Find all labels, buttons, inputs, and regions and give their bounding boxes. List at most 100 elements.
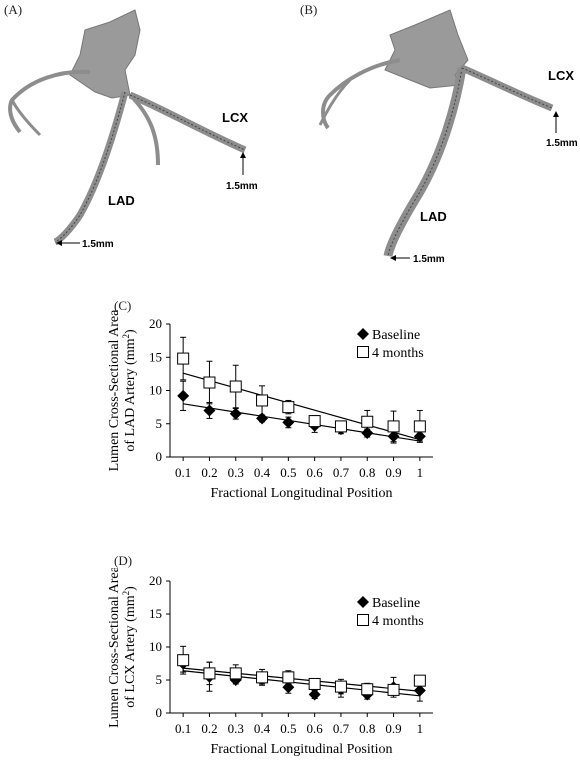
legend-label-baseline: Baseline: [372, 596, 420, 611]
legend-label-4-months: 4 months: [372, 346, 424, 361]
four-months-point: [203, 376, 216, 389]
aortic-root-b: [384, 9, 469, 89]
y-tick-label: 0: [156, 705, 163, 720]
mm-label-lad-a: 1.5mm: [82, 239, 114, 250]
y-axis-label-line2: of LAD Artery (mm2): [121, 329, 138, 452]
y-axis-label-superscript: 2: [121, 591, 131, 596]
four-months-point: [229, 667, 242, 680]
legend-label-baseline: Baseline: [372, 328, 420, 343]
mm-label-lcx-a: 1.5mm: [226, 181, 258, 192]
four-months-point: [413, 420, 426, 433]
x-tick-label: 0.2: [201, 721, 217, 736]
x-tick-label: 0.7: [333, 721, 350, 736]
x-tick-label: 0.5: [280, 465, 296, 480]
x-tick-label: 0.1: [175, 721, 191, 736]
four-months-point: [413, 674, 426, 687]
trendline-baseline: [183, 670, 420, 697]
four-months-point: [229, 380, 242, 393]
trendline-4-months: [183, 667, 420, 692]
x-tick-label: 0.4: [254, 465, 271, 480]
baseline-point: [413, 684, 426, 697]
side-vessel-a2: [10, 99, 42, 137]
y-axis-label-line2-text: of LAD Artery (mm: [123, 338, 138, 451]
x-tick-label: 0.9: [385, 721, 401, 736]
lad-label-b: LAD: [420, 209, 447, 224]
mm-label-lad-b: 1.5mm: [413, 254, 445, 265]
four-months-point: [177, 654, 190, 667]
four-months-point: [308, 677, 321, 690]
aortic-root-a: [69, 9, 141, 99]
x-tick-label: 0.5: [280, 721, 296, 736]
y-axis-label-line2: of LCX Artery (mm2): [121, 586, 138, 708]
lcx-label-b: LCX: [548, 68, 574, 83]
y-axis-label-close: ): [123, 329, 138, 334]
four-months-point: [387, 420, 400, 433]
panel-label-d: (D): [114, 553, 133, 568]
baseline-point: [229, 407, 242, 420]
x-tick-label: 0.8: [359, 721, 375, 736]
lad-vessel-a: [53, 91, 129, 246]
trendline-baseline: [183, 403, 420, 442]
four-months-point: [334, 420, 347, 433]
legend-marker-baseline: [357, 596, 369, 608]
x-tick-label: 0.2: [201, 465, 217, 480]
y-tick-label: 0: [156, 449, 163, 464]
y-tick-label: 10: [149, 639, 162, 654]
side-vessel-b2: [318, 78, 352, 126]
x-tick-label: 0.9: [385, 465, 401, 480]
y-tick-label: 5: [156, 416, 163, 431]
four-months-point: [361, 415, 374, 428]
y-tick-label: 20: [149, 573, 162, 588]
x-tick-label: 1: [417, 721, 424, 736]
y-axis-label-line1: Lumen Cross-Sectional Area: [107, 568, 122, 728]
y-axis-label-superscript: 2: [121, 334, 131, 339]
baseline-point: [282, 416, 295, 429]
y-axis-label-line2-text: of LCX Artery (mm: [123, 595, 138, 707]
x-axis-label: Fractional Longitudinal Position: [211, 486, 393, 501]
four-months-point: [308, 415, 321, 428]
x-tick-label: 1: [417, 465, 424, 480]
y-tick-label: 5: [156, 672, 163, 687]
lcx-label-a: LCX: [222, 110, 248, 125]
artery-illustration-a: LCX LAD 1.5mm 1.5mm: [8, 9, 258, 250]
legend-marker-4-months: [357, 614, 369, 626]
four-months-point: [256, 671, 269, 684]
y-tick-label: 10: [149, 383, 162, 398]
panel-label-b: (B): [300, 2, 318, 17]
y-tick-label: 15: [149, 606, 162, 621]
y-tick-label: 15: [149, 349, 162, 364]
lad-label-a: LAD: [108, 193, 135, 208]
artery-illustration-b: LCX LAD 1.5mm 1.5mm: [318, 9, 578, 265]
four-months-point: [256, 394, 269, 407]
baseline-point: [203, 404, 216, 417]
x-tick-label: 0.3: [228, 721, 244, 736]
y-axis-label-line1: Lumen Cross-Sectional Area: [107, 310, 122, 471]
panel-label-c: (C): [114, 298, 132, 313]
four-months-point: [361, 683, 374, 696]
x-tick-label: 0.1: [175, 465, 191, 480]
side-vessel-a: [8, 69, 91, 134]
four-months-point: [334, 680, 347, 693]
baseline-point: [177, 389, 190, 402]
four-months-point: [203, 667, 216, 680]
legend-marker-baseline: [357, 328, 369, 340]
x-axis-label: Fractional Longitudinal Position: [211, 742, 393, 757]
x-tick-label: 0.3: [228, 465, 244, 480]
four-months-point: [282, 671, 295, 684]
chart-lcx: 0 5 10 15 20 0.1 0.2 0.3 0.4 0.5 0.6 0.7 0.8 0.9 1Frac…: [107, 568, 433, 757]
x-tick-label: 0.6: [307, 721, 324, 736]
trendline-4-months: [182, 372, 421, 441]
mm-label-lcx-b: 1.5mm: [546, 138, 578, 149]
legend-label-4-months: 4 months: [372, 614, 424, 629]
four-months-point: [282, 401, 295, 414]
panel-label-a: (A): [4, 2, 23, 17]
baseline-point: [256, 412, 269, 425]
four-months-point: [387, 683, 400, 696]
x-tick-label: 0.4: [254, 721, 271, 736]
legend-marker-4-months: [357, 346, 369, 358]
y-tick-label: 20: [149, 316, 162, 331]
y-axis-label-close: ): [123, 586, 138, 591]
four-months-point: [177, 352, 190, 365]
x-tick-label: 0.8: [359, 465, 375, 480]
